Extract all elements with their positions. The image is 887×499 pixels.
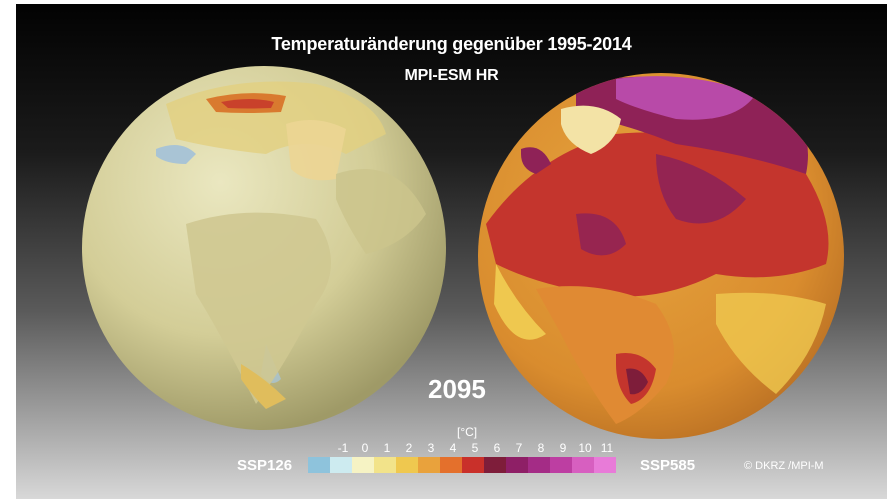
color-legend-bar [308,457,616,473]
image-frame: Temperaturänderung gegenüber 1995-2014 M… [16,4,887,499]
legend-tick: 8 [537,441,545,455]
unit-label: [°C] [457,425,478,439]
legend-swatch [550,457,572,473]
model-name: MPI-ESM HR [404,67,499,84]
legend-swatch [308,457,330,473]
credit-text: © DKRZ /MPI-M [744,460,824,472]
scenario-label-left: SSP126 [237,457,293,474]
legend-swatch [484,457,506,473]
globe-ssp126 [82,66,446,430]
legend-tick: 1 [383,441,391,455]
legend-swatch [528,457,550,473]
legend-tick: -1 [337,441,349,455]
year-label: 2095 [428,374,486,404]
legend-swatch [506,457,528,473]
legend-tick: 7 [515,441,523,455]
legend-swatch [330,457,352,473]
globes-illustration [82,66,844,439]
legend-tick: 6 [493,441,501,455]
legend-swatch [396,457,418,473]
legend-swatch [440,457,462,473]
legend-tick: 11 [600,441,614,455]
legend-tick: 9 [559,441,567,455]
legend-swatch [572,457,594,473]
legend-swatch [462,457,484,473]
legend-swatch [594,457,616,473]
legend-swatch [418,457,440,473]
legend-tick: 4 [449,441,457,455]
legend-ticks: -1 0 1 2 3 4 5 6 7 8 9 10 11 [308,441,638,455]
legend-tick: 3 [427,441,435,455]
scenario-label-right: SSP585 [640,457,696,474]
legend-tick: 2 [405,441,413,455]
legend-tick: 10 [578,441,592,455]
legend-tick: 5 [471,441,479,455]
globe-ssp585 [478,73,844,439]
legend-tick: 0 [361,441,369,455]
legend-swatch [374,457,396,473]
legend-swatch [352,457,374,473]
chart-title: Temperaturänderung gegenüber 1995-2014 [271,34,632,54]
